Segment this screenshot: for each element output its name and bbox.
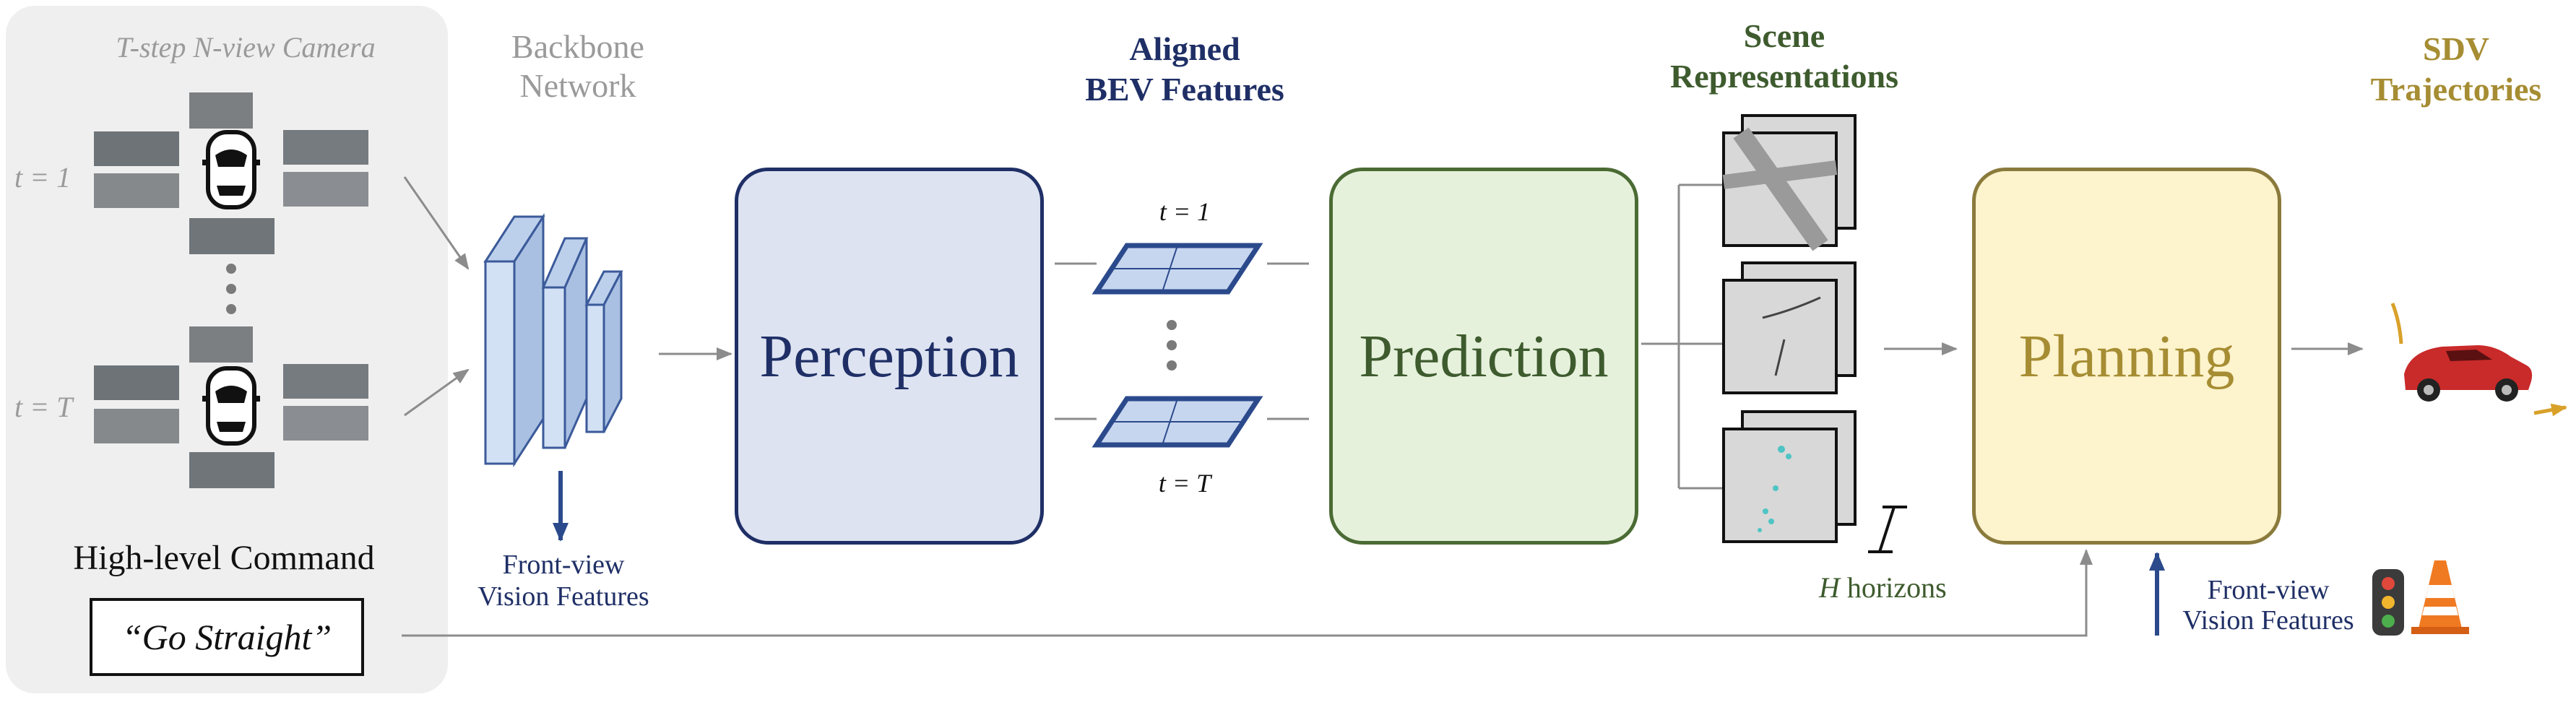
scene-title: Scene Representations (1647, 16, 1922, 97)
backbone-title-line1: Backbone (511, 28, 644, 65)
front-view-2-line1: Front-view (2207, 575, 2330, 605)
backbone-network-blocks (483, 212, 623, 468)
front-view-features-1: Front-view Vision Features (448, 549, 679, 612)
horizon-text: horizons (1846, 571, 1947, 604)
front-view-2-line2: Vision Features (2182, 605, 2354, 636)
car-topdown-icon-tT (202, 366, 260, 446)
bev-title-line2: BEV Features (1085, 71, 1284, 108)
bev-plane-tT (1092, 396, 1263, 448)
perception-box[interactable]: Perception (735, 168, 1044, 545)
horizons-label: H horizons (1819, 571, 1947, 604)
sdv-title-line1: SDV (2422, 30, 2490, 67)
car-topdown-icon-t1 (202, 130, 260, 209)
traffic-light-icon (2372, 569, 2404, 636)
planning-box[interactable]: Planning (1972, 168, 2281, 545)
scene-map-stack-2 (1722, 261, 1857, 394)
arrow-camera-tT-to-backbone (404, 368, 470, 417)
arrow-command-to-planning (402, 549, 2093, 637)
horizon-var: H (1819, 571, 1840, 604)
sdv-title: SDV Trajectories (2341, 29, 2572, 110)
ellipsis-dots-bev (1167, 320, 1177, 370)
command-box[interactable]: “Go Straight” (90, 598, 364, 676)
traffic-cone-icon (2411, 560, 2469, 634)
trajectory-arrow-icon (2533, 403, 2567, 417)
camera-images-tT (94, 326, 368, 488)
scene-map-stack-3 (1722, 410, 1857, 543)
sdv-car-icon (2404, 345, 2533, 402)
bev-title: Aligned BEV Features (1040, 29, 1329, 110)
tT-label: t = T (14, 391, 73, 423)
bev-title-line1: Aligned (1129, 30, 1240, 67)
backbone-title: Backbone Network (477, 27, 679, 105)
prediction-label: Prediction (1359, 322, 1609, 390)
trajectory-curve-icon (2390, 303, 2403, 344)
prediction-box[interactable]: Prediction (1329, 168, 1638, 545)
scene-title-line2: Representations (1669, 58, 1899, 95)
backbone-title-line2: Network (519, 67, 636, 104)
ellipsis-dots-camera (226, 264, 236, 314)
planning-label: Planning (2018, 322, 2235, 390)
scene-title-line1: Scene (1743, 17, 1825, 54)
front-view-1-line2: Vision Features (477, 581, 649, 612)
bev-tT-label: t = T (1158, 469, 1211, 498)
sdv-title-line2: Trajectories (2370, 71, 2542, 108)
front-view-1-line1: Front-view (502, 550, 625, 580)
horizon-bracket-icon (1868, 506, 1907, 553)
camera-title: T-step N-view Camera (116, 31, 376, 64)
arrow-camera-t1-to-backbone (403, 176, 470, 270)
prediction-to-scene-bracket (1641, 183, 1724, 490)
scene-map-stack-1 (1722, 114, 1857, 251)
camera-images-t1 (94, 92, 368, 254)
bev-t1-label: t = 1 (1159, 197, 1211, 226)
front-view-features-2: Front-view Vision Features (2153, 575, 2384, 636)
command-heading: High-level Command (73, 539, 375, 577)
perception-label: Perception (759, 322, 1019, 390)
bev-plane-t1 (1092, 243, 1263, 295)
t1-label: t = 1 (14, 161, 72, 194)
